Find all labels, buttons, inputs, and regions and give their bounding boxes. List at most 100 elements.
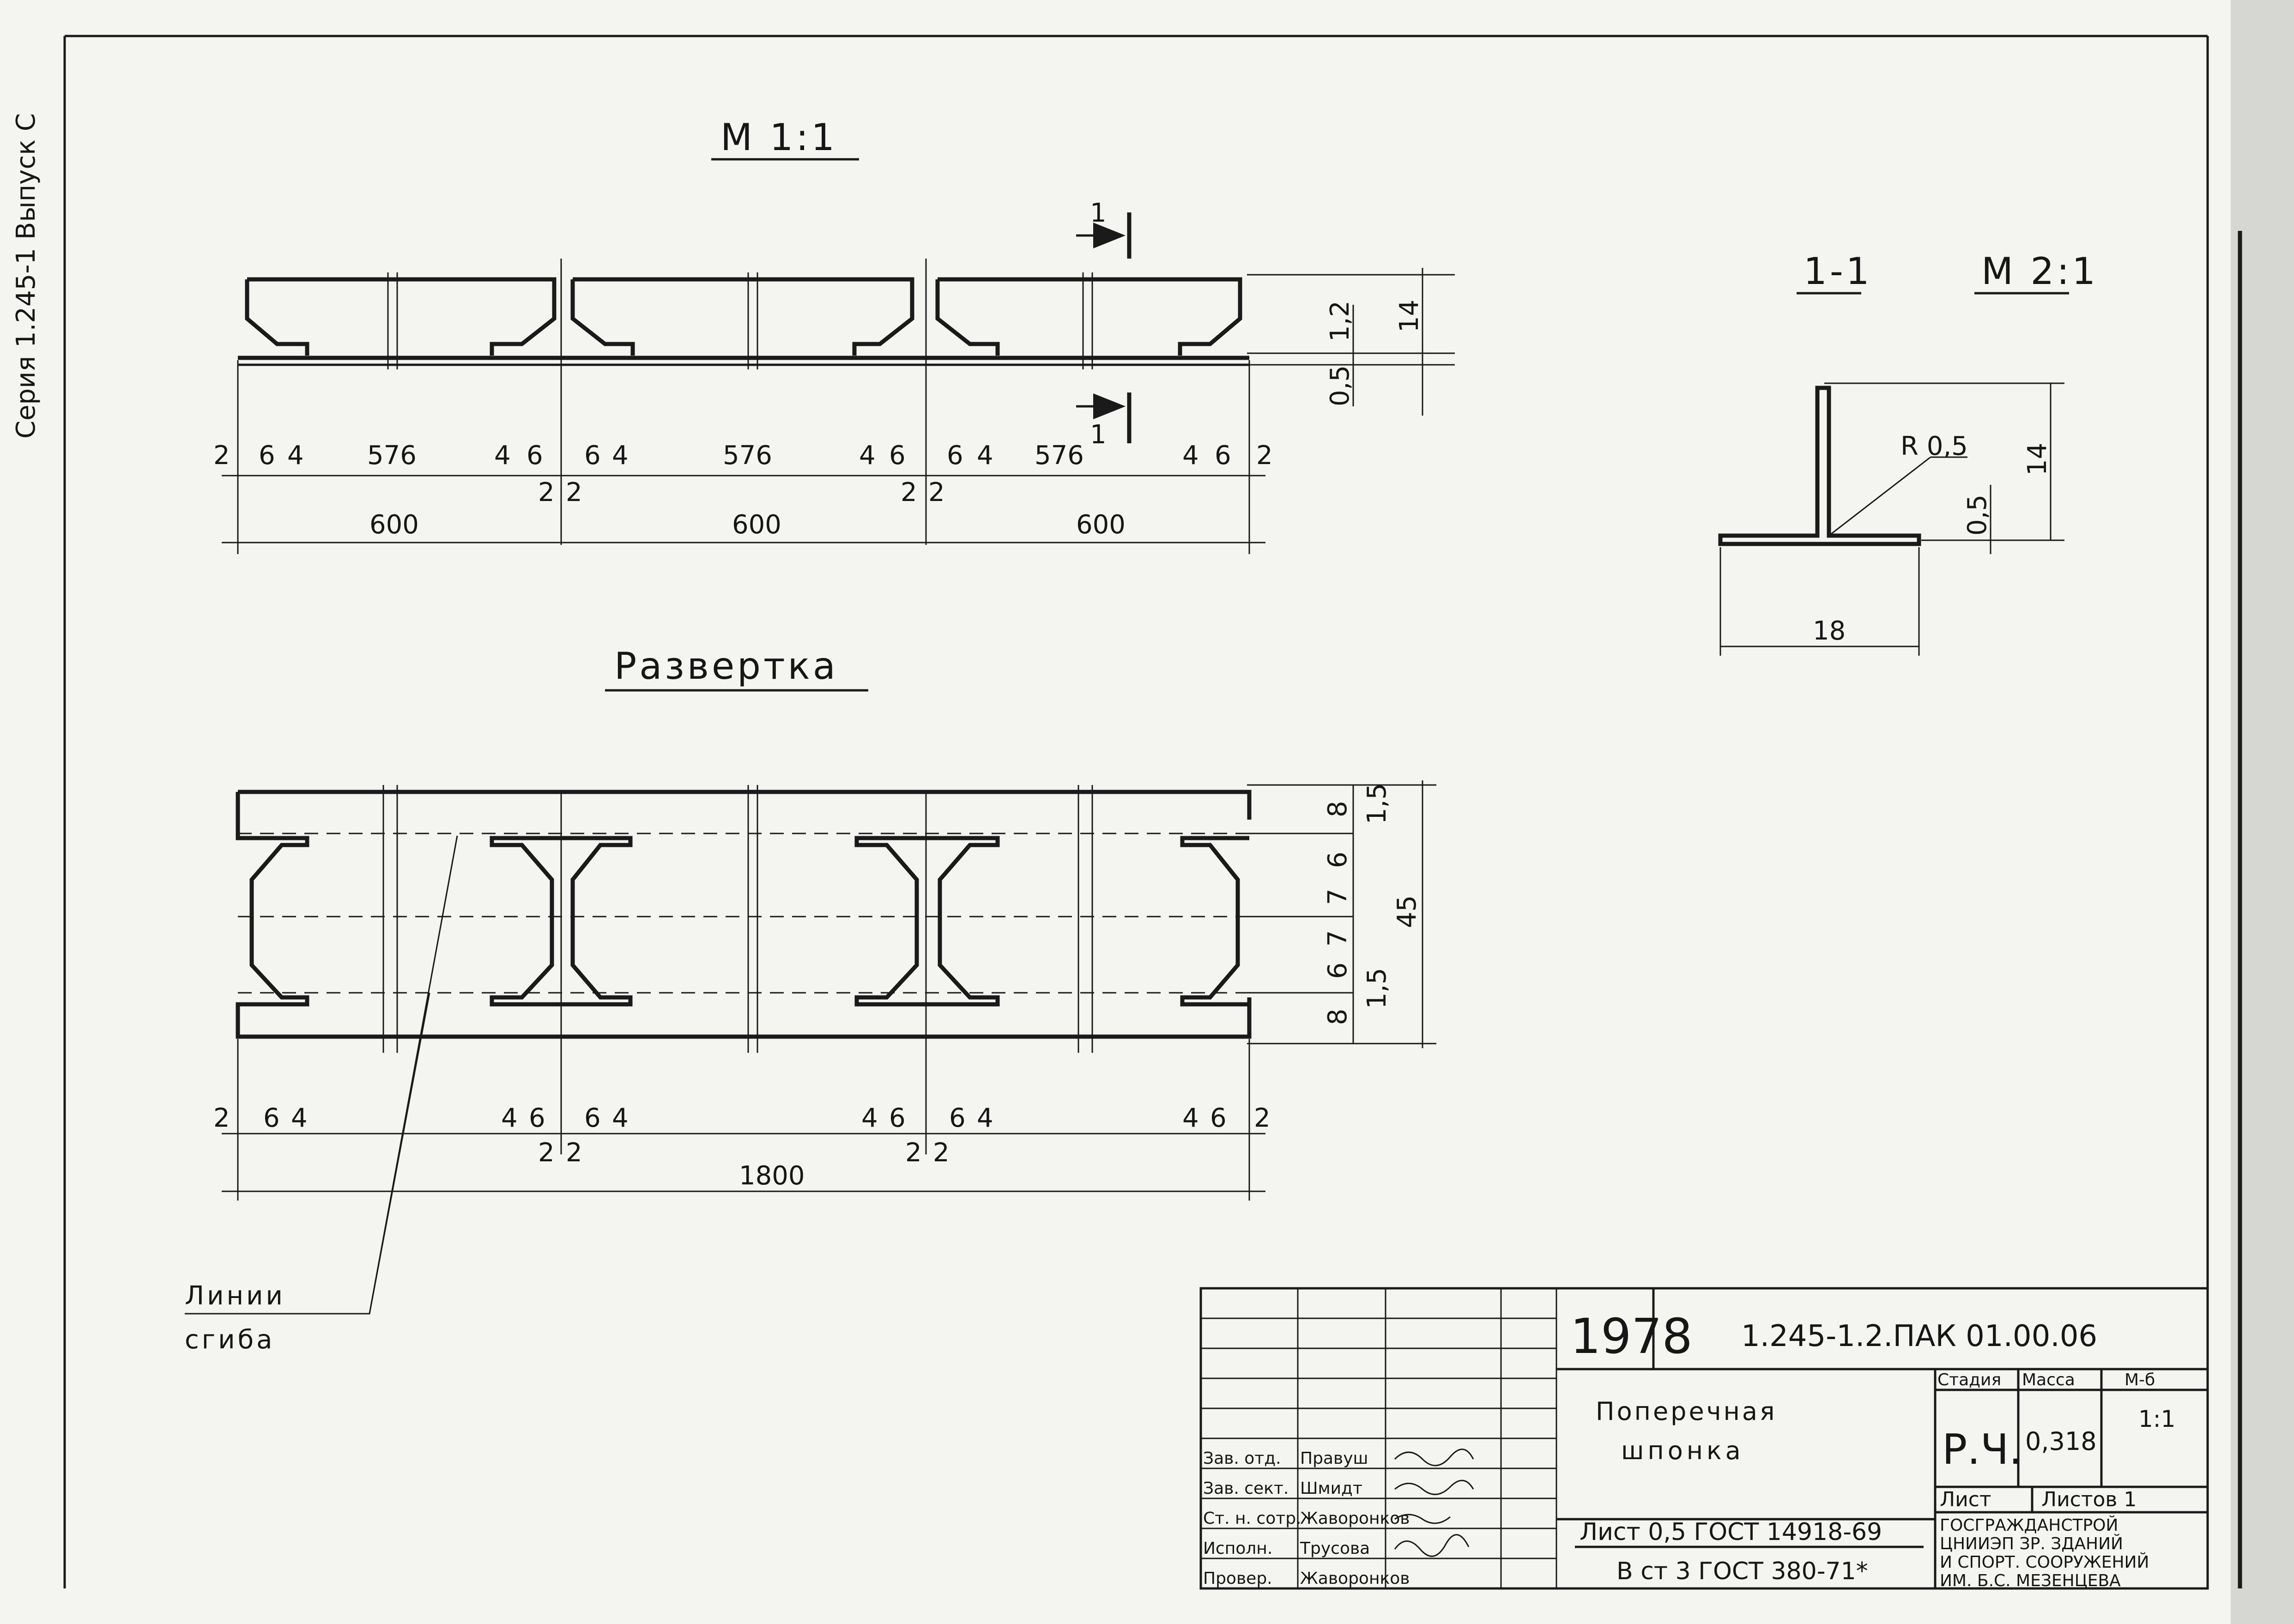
- svg-text:Трусова: Трусова: [1300, 1539, 1370, 1558]
- svg-text:600: 600: [1076, 510, 1126, 540]
- svg-text:Зав. отд.: Зав. отд.: [1203, 1449, 1281, 1468]
- svg-text:2: 2: [566, 1138, 582, 1168]
- part-name-line2: шпонка: [1621, 1436, 1744, 1465]
- section-width-label: 18: [1813, 616, 1846, 646]
- main-span-dims: 600 600 600: [369, 510, 1126, 540]
- svg-text:4: 4: [501, 1103, 518, 1133]
- svg-text:6: 6: [584, 441, 601, 471]
- callout-line2: сгиба: [185, 1325, 275, 1355]
- fold-lines: [238, 833, 1249, 994]
- material-line1: Лист 0,5 ГОСТ 14918-69: [1580, 1518, 1882, 1546]
- svg-text:576: 576: [723, 441, 772, 471]
- radius-label: R 0,5: [1901, 431, 1968, 461]
- svg-text:6: 6: [889, 1103, 906, 1133]
- svg-text:6: 6: [889, 441, 906, 471]
- svg-text:576: 576: [367, 441, 417, 471]
- svg-text:4: 4: [977, 441, 993, 471]
- mass-label: Масса: [2022, 1370, 2075, 1389]
- org-line4: ИМ. Б.С. МЕЗЕНЦЕВА: [1940, 1571, 2121, 1590]
- dev-joint-dims: 2 2 2 2: [538, 1138, 950, 1168]
- svg-text:2: 2: [928, 477, 945, 507]
- signatures: [1394, 1449, 1474, 1557]
- section-scale-label: М 2:1: [1981, 250, 2098, 293]
- svg-text:4: 4: [612, 1103, 629, 1133]
- notch-joint-2: [854, 836, 1000, 1007]
- org-line2: ЦНИИЭП ЗР. ЗДАНИЙ: [1940, 1534, 2123, 1553]
- main-view: М 1:1 1 1: [213, 116, 1455, 554]
- svg-text:7: 7: [1323, 930, 1353, 947]
- svg-text:2: 2: [538, 1138, 555, 1168]
- svg-text:2: 2: [213, 1103, 230, 1133]
- svg-text:8: 8: [1323, 801, 1353, 817]
- svg-text:4: 4: [287, 441, 304, 471]
- svg-text:6: 6: [529, 1103, 545, 1133]
- svg-text:Провер.: Провер.: [1203, 1569, 1272, 1588]
- svg-text:6: 6: [1215, 441, 1231, 471]
- svg-text:Исполн.: Исполн.: [1203, 1539, 1272, 1558]
- svg-text:576: 576: [1035, 441, 1084, 471]
- svg-text:2: 2: [213, 441, 230, 471]
- svg-text:0,5: 0,5: [1325, 365, 1355, 406]
- svg-text:1,2: 1,2: [1325, 301, 1355, 342]
- sheet-frame: [63, 0, 2294, 1624]
- section-mark-bottom: 1: [1090, 420, 1107, 450]
- svg-text:2: 2: [1256, 441, 1273, 471]
- svg-text:Правуш: Правуш: [1300, 1449, 1368, 1468]
- svg-text:1,5: 1,5: [1362, 968, 1392, 1009]
- dev-small-dims: 1,5 1,5: [1362, 783, 1392, 1009]
- stage-label: Стадия: [1937, 1370, 2001, 1389]
- svg-text:6: 6: [584, 1103, 601, 1133]
- section-view: 1-1 М 2:1 R 0,5 0,5 14 18: [1718, 250, 2098, 656]
- scale-label: М-б: [2125, 1370, 2155, 1389]
- year: 1978: [1570, 1308, 1693, 1364]
- svg-text:Жаворонков: Жаворонков: [1300, 1569, 1410, 1588]
- org-line3: И СПОРТ. СООРУЖЕНИЙ: [1940, 1552, 2149, 1572]
- svg-text:1,5: 1,5: [1362, 783, 1392, 824]
- svg-text:6: 6: [949, 1103, 966, 1133]
- svg-text:Шмидт: Шмидт: [1300, 1479, 1362, 1498]
- svg-text:2: 2: [1254, 1103, 1271, 1133]
- svg-text:2: 2: [933, 1138, 950, 1168]
- main-segment-dims: 2 6 4 576 4 6 6 4 576 4 6 6 4 576 4 6 2: [213, 441, 1273, 471]
- part-name-line1: Поперечная: [1596, 1397, 1777, 1426]
- svg-text:4: 4: [861, 1103, 878, 1133]
- svg-text:4: 4: [612, 441, 629, 471]
- svg-text:Зав. сект.: Зав. сект.: [1203, 1479, 1289, 1498]
- main-scale-label: М 1:1: [720, 116, 837, 159]
- svg-text:2: 2: [901, 477, 917, 507]
- svg-text:6: 6: [1210, 1103, 1227, 1133]
- svg-text:6: 6: [947, 441, 963, 471]
- scale-value: 1:1: [2138, 1406, 2175, 1432]
- svg-text:Жаворонков: Жаворонков: [1300, 1509, 1410, 1528]
- section-mark-top: 1: [1090, 198, 1107, 228]
- svg-text:2: 2: [538, 477, 555, 507]
- dev-total-length: 1800: [739, 1161, 805, 1191]
- svg-text:6: 6: [259, 441, 275, 471]
- section-title: 1-1: [1804, 250, 1872, 293]
- stage-value: Р.Ч.: [1942, 1425, 2022, 1474]
- stiffener-2: [570, 277, 914, 356]
- svg-text:600: 600: [732, 510, 781, 540]
- svg-text:8: 8: [1323, 1008, 1353, 1025]
- svg-text:4: 4: [291, 1103, 308, 1133]
- development-view: Развертка: [185, 645, 1436, 1355]
- svg-text:6: 6: [1323, 851, 1353, 868]
- stiffener-1: [245, 277, 557, 356]
- mass-value: 0,318: [2025, 1427, 2097, 1456]
- stiffener-3: [935, 277, 1242, 356]
- notch-right-end: [1180, 836, 1249, 1007]
- dev-edge-dims: 2 6 4 4 6 6 4 4 6 6 4 4 6 2: [213, 1103, 1271, 1133]
- staff-rows: Зав. отд. Правуш Зав. сект. Шмидт Ст. н.…: [1203, 1449, 1410, 1588]
- svg-text:14: 14: [1394, 300, 1424, 332]
- svg-text:6: 6: [1323, 962, 1353, 979]
- title-block: 1978 1.245-1.2.ПАК 01.00.06 Поперечная ш…: [1199, 1287, 2209, 1590]
- thickness-label: 0,5: [1962, 495, 1992, 536]
- doc-code: 1.245-1.2.ПАК 01.00.06: [1741, 1319, 2097, 1353]
- org-line1: ГОСГРАЖДАНСТРОЙ: [1940, 1515, 2118, 1535]
- svg-text:Ст. н. сотр.: Ст. н. сотр.: [1203, 1509, 1301, 1528]
- svg-text:2: 2: [566, 477, 582, 507]
- svg-text:2: 2: [905, 1138, 922, 1168]
- material-line2: В ст 3 ГОСТ 380-71*: [1616, 1558, 1868, 1585]
- svg-text:7: 7: [1323, 888, 1353, 905]
